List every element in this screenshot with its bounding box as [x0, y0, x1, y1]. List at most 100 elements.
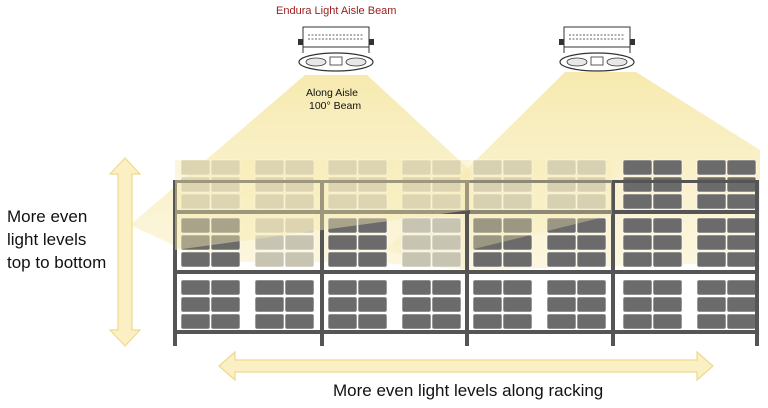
storage-box [472, 159, 503, 176]
storage-box [210, 313, 241, 330]
storage-box [652, 251, 683, 268]
rack-upright [320, 180, 324, 346]
storage-box [472, 193, 503, 210]
rack-upright [465, 180, 469, 346]
storage-box [254, 234, 285, 251]
storage-box [546, 251, 577, 268]
beam-label-line-2: 100° Beam [309, 100, 362, 112]
storage-box [546, 234, 577, 251]
storage-box [576, 251, 607, 268]
vertical-caption-line-3: top to bottom [7, 253, 107, 272]
storage-box [180, 296, 211, 313]
storage-box [622, 176, 653, 193]
storage-box [357, 251, 388, 268]
storage-box [357, 159, 388, 176]
storage-box [696, 279, 727, 296]
storage-box [622, 313, 653, 330]
storage-box [652, 176, 683, 193]
storage-box [472, 217, 503, 234]
rack-beam [173, 270, 759, 274]
storage-box [546, 193, 577, 210]
storage-box [652, 193, 683, 210]
storage-box [327, 217, 358, 234]
storage-box [401, 193, 432, 210]
storage-box [652, 296, 683, 313]
storage-racking [173, 159, 759, 346]
storage-box [284, 159, 315, 176]
storage-box [431, 251, 462, 268]
storage-box [284, 193, 315, 210]
storage-box [726, 296, 757, 313]
storage-box [431, 159, 462, 176]
storage-box [210, 234, 241, 251]
storage-box [502, 193, 533, 210]
rack-upright [755, 180, 759, 346]
storage-box [622, 159, 653, 176]
storage-box [726, 193, 757, 210]
storage-box [327, 313, 358, 330]
storage-box [502, 296, 533, 313]
storage-box [180, 159, 211, 176]
vertical-caption-line-2: light levels [7, 230, 87, 249]
storage-box [431, 234, 462, 251]
storage-box [472, 251, 503, 268]
storage-box [652, 234, 683, 251]
storage-box [502, 251, 533, 268]
rack-upright [611, 180, 615, 346]
storage-box [401, 279, 432, 296]
storage-box [401, 251, 432, 268]
storage-box [472, 279, 503, 296]
storage-box [284, 279, 315, 296]
storage-box [472, 296, 503, 313]
diagram-title: Endura Light Aisle Beam [276, 5, 397, 17]
high-bay-light-fixture-icon [298, 26, 374, 72]
double-headed-arrow-icon [218, 350, 714, 382]
storage-box [502, 234, 533, 251]
storage-box [431, 296, 462, 313]
storage-box [622, 251, 653, 268]
storage-box [726, 279, 757, 296]
storage-box [254, 159, 285, 176]
horizontal-caption: More even light levels along racking [333, 381, 604, 400]
high-bay-light-fixture-icon [559, 26, 635, 72]
storage-box [502, 217, 533, 234]
storage-box [622, 234, 653, 251]
storage-box [401, 159, 432, 176]
storage-box [726, 217, 757, 234]
storage-box [180, 279, 211, 296]
storage-box [180, 251, 211, 268]
storage-box [254, 296, 285, 313]
storage-box [401, 217, 432, 234]
vertical-caption-line-1: More even [7, 207, 88, 226]
storage-box [327, 296, 358, 313]
storage-box [431, 217, 462, 234]
storage-box [546, 313, 577, 330]
storage-box [576, 217, 607, 234]
storage-box [502, 159, 533, 176]
storage-box [696, 159, 727, 176]
storage-box [622, 217, 653, 234]
storage-box [576, 234, 607, 251]
storage-box [357, 234, 388, 251]
storage-box [210, 217, 241, 234]
storage-box [622, 279, 653, 296]
light-fixtures [298, 26, 635, 72]
storage-box [284, 234, 315, 251]
storage-box [210, 159, 241, 176]
rack-upright [173, 180, 177, 346]
storage-box [622, 296, 653, 313]
storage-box [576, 193, 607, 210]
storage-box [696, 296, 727, 313]
storage-box [210, 251, 241, 268]
storage-box [652, 159, 683, 176]
storage-box [327, 279, 358, 296]
rack-beam [173, 210, 759, 214]
storage-box [726, 234, 757, 251]
storage-box [327, 159, 358, 176]
storage-box [696, 234, 727, 251]
storage-box [284, 296, 315, 313]
storage-box [401, 296, 432, 313]
storage-box [576, 159, 607, 176]
storage-box [180, 217, 211, 234]
